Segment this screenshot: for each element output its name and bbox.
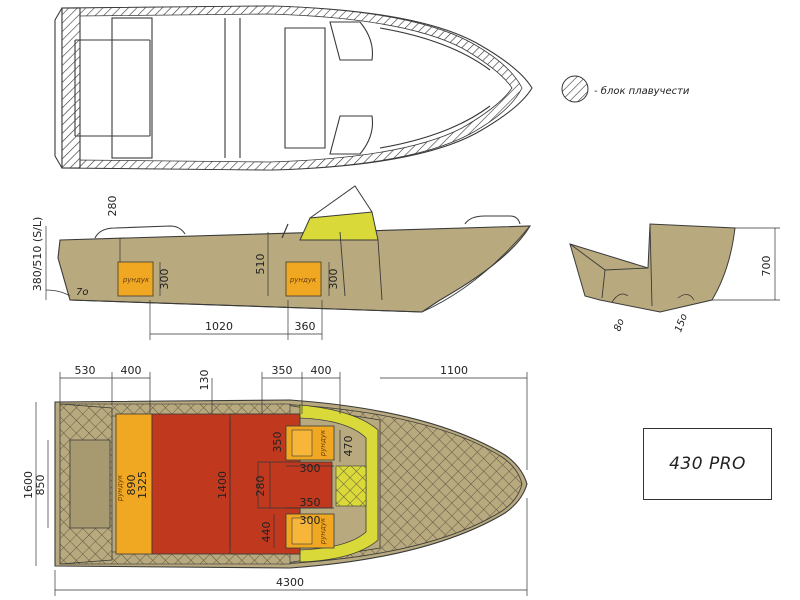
- plan-dim-530: 530: [75, 364, 96, 377]
- side-spacing: 1020: [205, 320, 233, 333]
- side-view: рундук рундук 380/510 (S/L) 280 510 300 …: [31, 185, 531, 340]
- plan-stern-box: [115, 413, 153, 555]
- plan-dim-350: 350: [272, 364, 293, 377]
- transom-angle-right: 15о: [673, 312, 690, 333]
- side-console-height: 510: [254, 254, 267, 275]
- plan-seat-350-top: 350: [271, 432, 284, 453]
- plan-seat-300-bottom: 300: [300, 514, 321, 527]
- plan-overall-length: 4300: [276, 576, 304, 589]
- plan-box-1325: 1325: [136, 471, 149, 499]
- plan-dim-1100: 1100: [440, 364, 468, 377]
- plan-console-470: 470: [342, 436, 355, 457]
- side-box-2: [285, 261, 322, 297]
- plan-seat-bottom-label: рундук: [319, 517, 327, 545]
- legend-hatch-swatch: [561, 75, 589, 103]
- plan-beam-850: 850: [34, 475, 47, 496]
- side-seat-width: 360: [295, 320, 316, 333]
- transom-angle-left: 8о: [612, 317, 627, 332]
- side-box-label-2: рундук: [289, 276, 317, 284]
- top-outline-view: [54, 5, 533, 171]
- side-box1-height: 300: [158, 269, 171, 290]
- plan-floor-1400: 1400: [216, 471, 229, 499]
- plan-beam-1600: 1600: [22, 471, 35, 499]
- side-deadrise: 7о: [76, 287, 88, 298]
- plan-console-280: 280: [254, 476, 267, 497]
- transom-height: 700: [760, 256, 773, 277]
- plan-stern-box-label: рундук: [116, 474, 124, 502]
- side-box-1: [117, 261, 154, 297]
- plan-seat-300-top: 300: [300, 462, 321, 475]
- side-rail-height: 280: [106, 196, 119, 217]
- plan-dim-130: 130: [198, 370, 211, 391]
- model-name: 430 PRO: [669, 454, 746, 474]
- plan-dim-400-a: 400: [121, 364, 142, 377]
- plan-seat-440: 440: [260, 522, 273, 543]
- transom-view: 700 8о 15о: [569, 223, 780, 334]
- plan-view: рундук рундук рундук: [22, 364, 528, 596]
- side-height-label: 380/510 (S/L): [31, 217, 44, 292]
- plan-dim-400-b: 400: [311, 364, 332, 377]
- plan-seat-350-bottom: 350: [300, 496, 321, 509]
- side-box-label-1: рундук: [122, 276, 150, 284]
- side-box2-height: 300: [327, 269, 340, 290]
- legend: - блок плавучести: [561, 75, 690, 103]
- plan-box-890: 890: [125, 475, 138, 496]
- legend-label: - блок плавучести: [594, 85, 690, 97]
- model-title-box: 430 PRO: [643, 428, 772, 500]
- plan-seat-top-label: рундук: [319, 429, 327, 457]
